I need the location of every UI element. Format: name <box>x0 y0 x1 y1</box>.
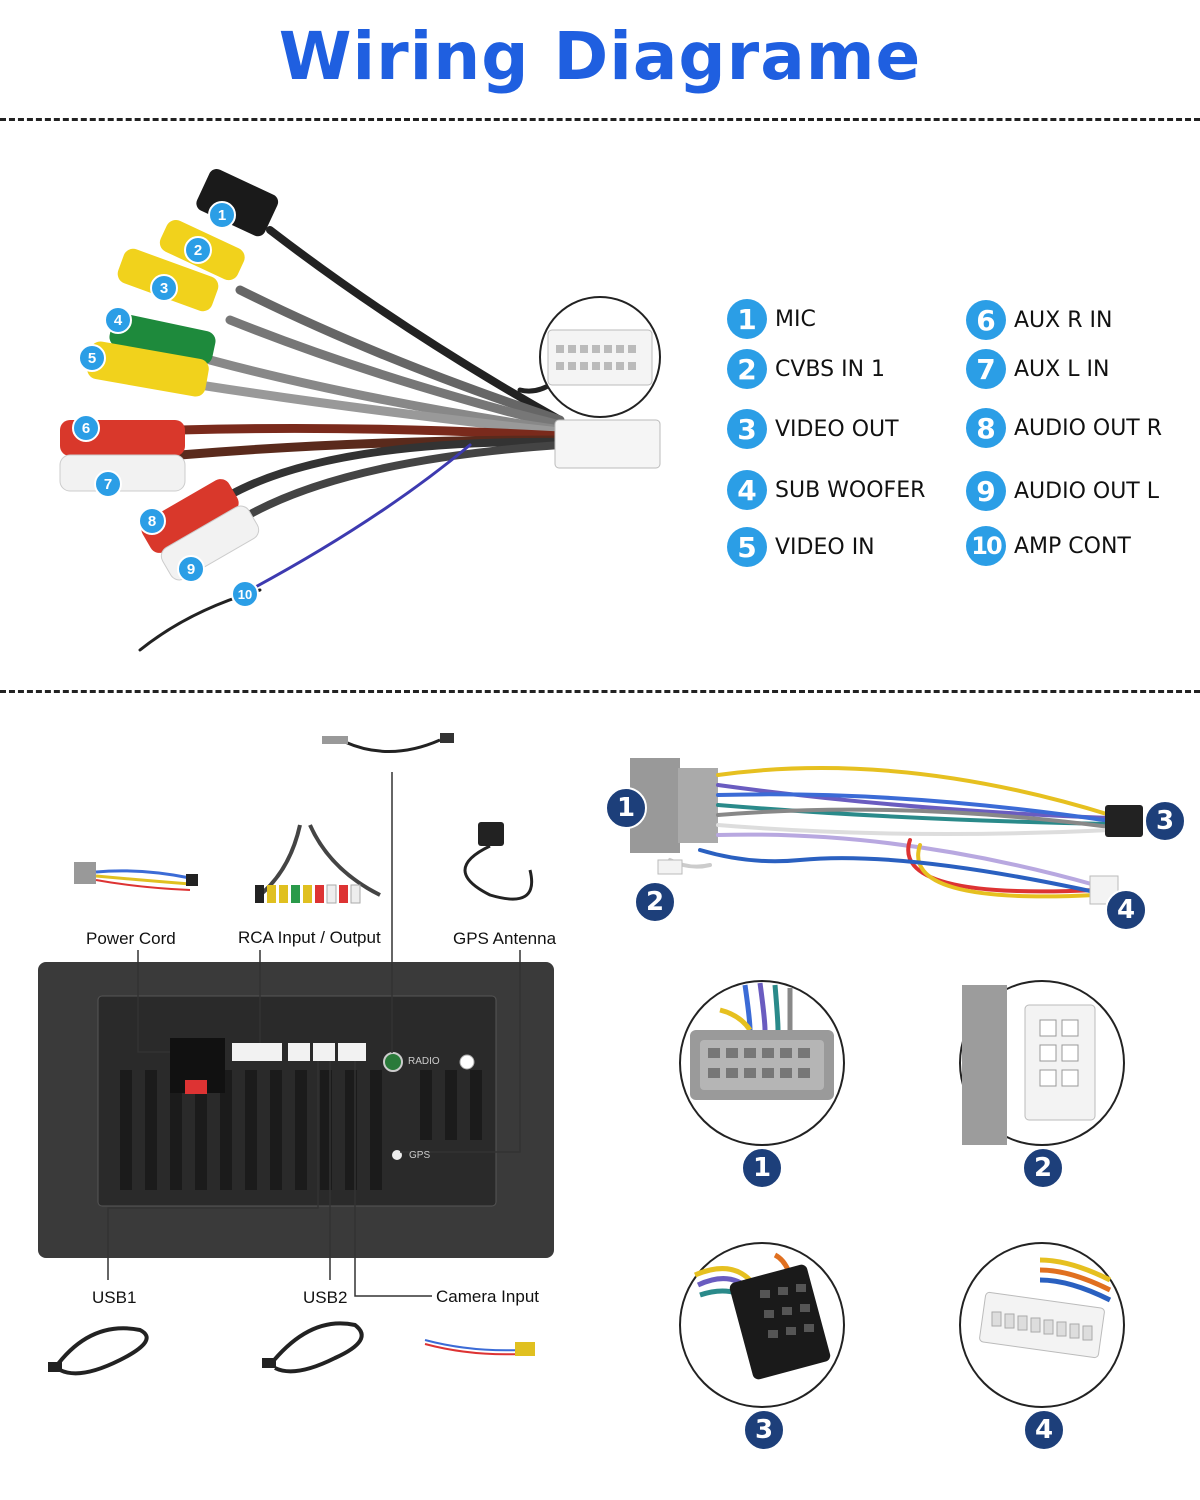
cable-marker-1: 1 <box>208 201 236 229</box>
legend-badge: 10 <box>966 526 1006 566</box>
legend-label: AUDIO OUT R <box>1014 415 1163 441</box>
legend-item-7: 7 AUX L IN <box>966 349 1109 389</box>
harness-marker-3: 3 <box>1144 800 1186 842</box>
legend-item-5: 5 VIDEO IN <box>727 527 875 567</box>
page-title: Wiring Diagrame <box>278 18 922 95</box>
legend-badge: 5 <box>727 527 767 567</box>
cable-marker-2: 2 <box>184 236 212 264</box>
power-harness-illustration <box>630 758 1143 1408</box>
usb1-label: USB1 <box>92 1288 137 1307</box>
legend-badge: 6 <box>966 300 1006 340</box>
legend-badge: 8 <box>966 408 1006 448</box>
harness-marker-2: 2 <box>634 881 676 923</box>
legend-badge: 7 <box>966 349 1006 389</box>
power-cord-label: Power Cord <box>86 929 176 948</box>
legend-item-4: 4 SUB WOOFER <box>727 470 925 510</box>
legend-badge: 1 <box>727 299 767 339</box>
cable-marker-3: 3 <box>150 274 178 302</box>
cable-marker-6: 6 <box>72 414 100 442</box>
legend-item-8: 8 AUDIO OUT R <box>966 408 1162 448</box>
cable-marker-7: 7 <box>94 470 122 498</box>
legend-item-9: 9 AUDIO OUT L <box>966 471 1159 511</box>
rca-label: RCA Input / Output <box>238 928 381 947</box>
legend-item-2: 2 CVBS IN 1 <box>727 349 885 389</box>
legend-label: VIDEO OUT <box>775 416 899 442</box>
harness-marker-1: 1 <box>605 787 647 829</box>
head-unit-back-illustration <box>38 733 554 1376</box>
legend-badge: 3 <box>727 409 767 449</box>
gps-port-label: GPS <box>409 1150 431 1161</box>
gps-antenna-label: GPS Antenna <box>453 929 557 948</box>
legend-badge: 4 <box>727 470 767 510</box>
legend-badge: 9 <box>966 471 1006 511</box>
usb2-label: USB2 <box>303 1288 348 1307</box>
radio-port-label: RADIO <box>408 1056 440 1067</box>
legend-label: SUB WOOFER <box>775 477 926 503</box>
legend-item-6: 6 AUX R IN <box>966 300 1112 340</box>
cable-marker-4: 4 <box>104 306 132 334</box>
cable-marker-9: 9 <box>177 555 205 583</box>
legend-item-10: 10 AMP CONT <box>966 526 1131 566</box>
legend-label: CVBS IN 1 <box>775 356 886 382</box>
cable-marker-8: 8 <box>138 507 166 535</box>
divider-middle <box>0 690 1200 693</box>
legend-badge: 2 <box>727 349 767 389</box>
legend-label: AUX L IN <box>1014 356 1110 382</box>
legend-item-3: 3 VIDEO OUT <box>727 409 899 449</box>
harness-marker-4: 4 <box>1105 889 1147 931</box>
legend-label: VIDEO IN <box>775 534 875 560</box>
connector-marker-1: 1 <box>741 1147 783 1189</box>
rca-cable-illustration <box>59 169 661 652</box>
connector-marker-4: 4 <box>1023 1409 1065 1451</box>
legend-label: MIC <box>775 306 816 332</box>
legend-label: AUDIO OUT L <box>1014 478 1159 504</box>
legend-item-1: 1 MIC <box>727 299 816 339</box>
cable-marker-10: 10 <box>231 580 259 608</box>
cable-marker-5: 5 <box>78 344 106 372</box>
connector-marker-3: 3 <box>743 1409 785 1451</box>
divider-top <box>0 118 1200 121</box>
connector-marker-2: 2 <box>1022 1147 1064 1189</box>
legend-label: AMP CONT <box>1014 533 1131 559</box>
camera-input-label: Camera Input <box>436 1287 539 1306</box>
legend-label: AUX R IN <box>1014 307 1113 333</box>
